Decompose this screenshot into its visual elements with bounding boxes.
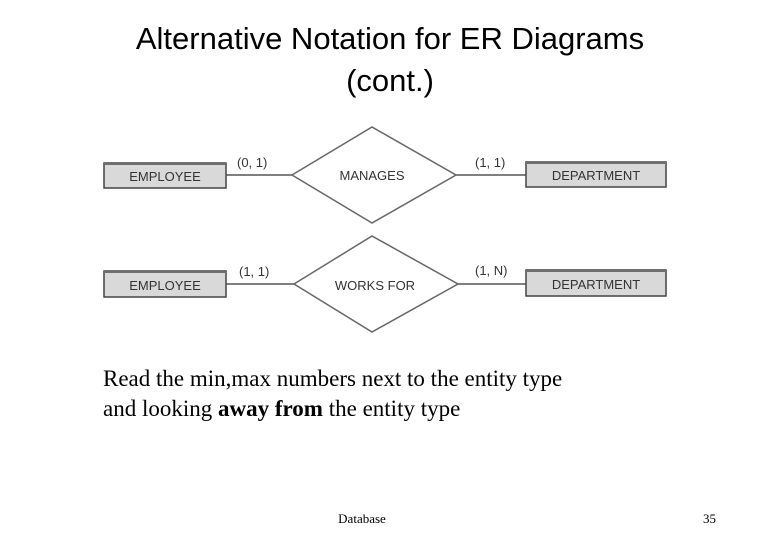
slide-title: Alternative Notation for ER Diagrams (co… bbox=[0, 18, 780, 102]
relationship-diamond: WORKS FOR bbox=[292, 235, 460, 333]
er-diagram-works-for: EMPLOYEE WORKS FOR DEPARTMENT (1, 1) (1,… bbox=[103, 235, 667, 333]
entity-label-right: DEPARTMENT bbox=[552, 168, 640, 183]
entity-label-right: DEPARTMENT bbox=[552, 277, 640, 292]
constraint-right: (1, N) bbox=[475, 263, 508, 278]
relationship-diamond: MANAGES bbox=[290, 126, 458, 224]
entity-box-right: DEPARTMENT bbox=[525, 161, 667, 188]
title-line-1: Alternative Notation for ER Diagrams bbox=[135, 21, 645, 56]
entity-box-right: DEPARTMENT bbox=[525, 269, 667, 297]
entity-label-left: EMPLOYEE bbox=[129, 169, 201, 184]
caption-line-2: and looking away from the entity type bbox=[103, 394, 703, 424]
constraint-right: (1, 1) bbox=[475, 155, 505, 170]
caption-line-2-post: the entity type bbox=[322, 396, 461, 421]
relationship-label: MANAGES bbox=[339, 168, 404, 183]
caption-emphasis: away from bbox=[218, 396, 323, 421]
relationship-label: WORKS FOR bbox=[335, 278, 415, 293]
constraint-left: (1, 1) bbox=[239, 264, 269, 279]
entity-box-left: EMPLOYEE bbox=[103, 162, 227, 189]
slide-caption: Read the min,max numbers next to the ent… bbox=[103, 364, 703, 424]
page-number: 35 bbox=[703, 511, 716, 526]
caption-line-2-pre: and looking bbox=[103, 396, 218, 421]
footer-label: Database bbox=[338, 511, 386, 526]
er-diagram-manages: EMPLOYEE MANAGES DEPARTMENT (0, 1) (1, 1… bbox=[103, 126, 667, 224]
title-line-2: (cont.) bbox=[346, 63, 434, 98]
entity-label-left: EMPLOYEE bbox=[129, 278, 201, 293]
constraint-left: (0, 1) bbox=[237, 155, 267, 170]
caption-line-1: Read the min,max numbers next to the ent… bbox=[103, 366, 563, 391]
entity-box-left: EMPLOYEE bbox=[103, 270, 227, 298]
